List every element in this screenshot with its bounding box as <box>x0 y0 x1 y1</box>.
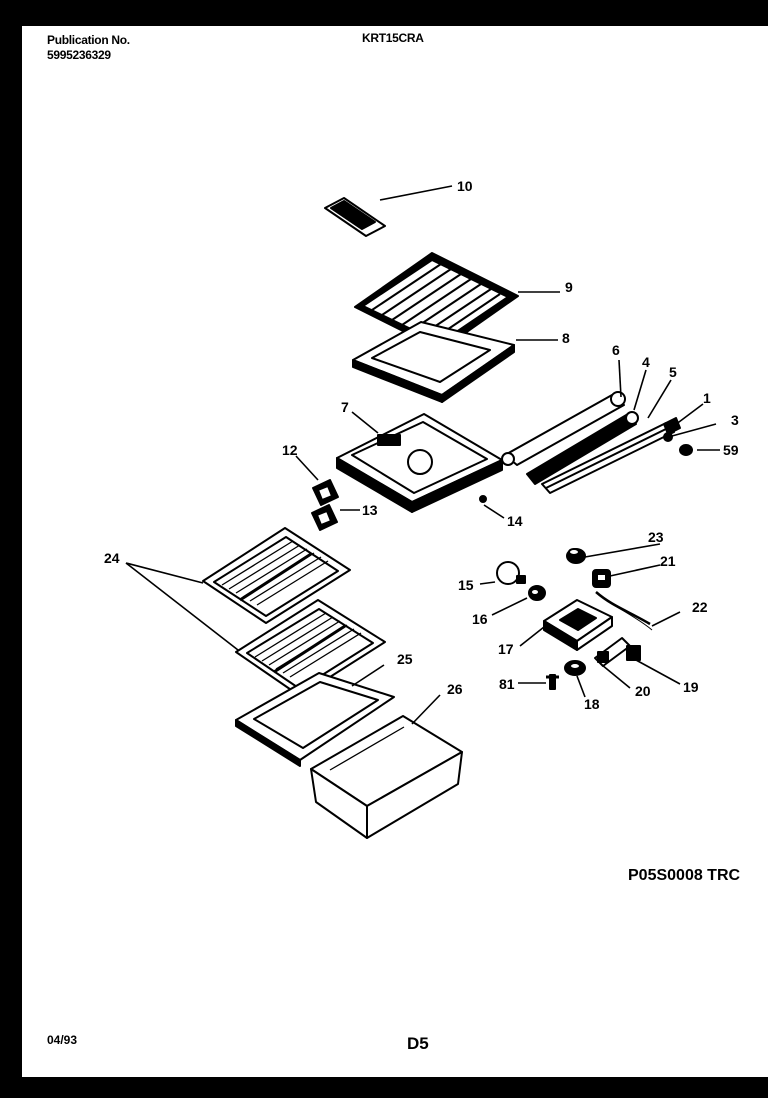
part-24-shelf-lower <box>235 599 386 697</box>
callout-23: 23 <box>648 529 664 545</box>
part-23-knob <box>566 548 586 564</box>
callout-13: 13 <box>362 502 378 518</box>
callout-10: 10 <box>457 178 473 194</box>
callout-81: 81 <box>499 676 515 692</box>
callout-8: 8 <box>562 330 570 346</box>
leader-lines <box>125 185 720 725</box>
callout-21: 21 <box>660 553 676 569</box>
part-5-rod <box>541 417 681 494</box>
publication-number: 5995236329 <box>47 48 111 62</box>
callout-26: 26 <box>447 681 463 697</box>
part-21-switch <box>592 569 611 588</box>
part-13-clip <box>311 504 338 531</box>
callout-9: 9 <box>565 279 573 295</box>
callout-18: 18 <box>584 696 600 712</box>
part-22-wire <box>595 591 653 631</box>
callout-5: 5 <box>669 364 677 380</box>
callout-16: 16 <box>472 611 488 627</box>
callout-14: 14 <box>507 513 523 529</box>
part-8-tray <box>352 321 515 403</box>
callout-labels: 10 9 8 6 4 5 1 3 59 7 12 13 14 24 25 26 … <box>104 178 739 712</box>
part-16-socket <box>528 585 546 601</box>
part-17-light-housing <box>543 599 613 651</box>
callout-19: 19 <box>683 679 699 695</box>
part-81-screw <box>546 674 559 690</box>
footer-date: 04/93 <box>47 1033 77 1047</box>
part-4-rod <box>526 411 639 485</box>
part-7-housing-plate <box>336 413 503 513</box>
callout-1: 1 <box>703 390 711 406</box>
model-number: KRT15CRA <box>362 31 424 45</box>
part-10-control-housing <box>324 197 386 237</box>
diagram-sheet <box>22 26 768 1077</box>
callout-17: 17 <box>498 641 514 657</box>
drawing-code: P05S0008 TRC <box>628 867 741 884</box>
callout-20: 20 <box>635 683 651 699</box>
page-code: D5 <box>407 1034 429 1053</box>
callout-22: 22 <box>692 599 708 615</box>
part-3-screw <box>663 432 673 442</box>
part-26-crisper-bin <box>310 715 463 839</box>
callout-7: 7 <box>341 399 349 415</box>
part-15-bulb <box>496 561 526 585</box>
part-59-screw <box>679 444 693 456</box>
part-18-grommet <box>564 660 586 676</box>
part-12-clip <box>312 479 339 506</box>
callout-4: 4 <box>642 354 650 370</box>
callout-59: 59 <box>723 442 739 458</box>
callout-6: 6 <box>612 342 620 358</box>
part-19-connector <box>626 645 641 661</box>
callout-25: 25 <box>397 651 413 667</box>
callout-3: 3 <box>731 412 739 428</box>
publication-label: Publication No. <box>47 33 130 47</box>
callout-15: 15 <box>458 577 474 593</box>
part-25-frame <box>235 672 395 767</box>
callout-12: 12 <box>282 442 298 458</box>
callout-24: 24 <box>104 550 120 566</box>
part-24-shelf-upper <box>202 527 351 624</box>
part-20-bracket <box>594 637 631 667</box>
part-14-screw <box>479 495 487 503</box>
